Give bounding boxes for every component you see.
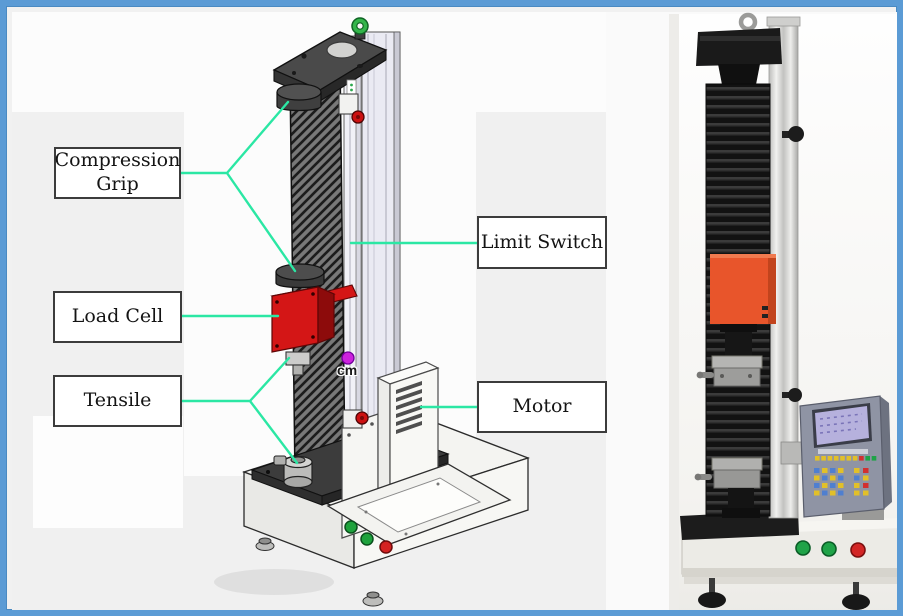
cm-scale-marker: cm	[337, 362, 358, 378]
photo-rail-knobs	[782, 126, 804, 402]
photo-red-button	[850, 542, 866, 558]
label-tensile-text: Tensile	[83, 389, 152, 412]
tensile-grip-lower	[273, 455, 313, 489]
photo-base	[680, 510, 897, 577]
photo-moving-head	[710, 254, 776, 324]
photo-panel-label	[818, 449, 868, 454]
label-compression-grip: Compression Grip	[54, 147, 181, 199]
photo-upper-grip	[696, 324, 763, 387]
compression-grip-part	[276, 83, 322, 112]
label-limit-switch-text: Limit Switch	[480, 230, 604, 253]
load-cell-part	[270, 263, 358, 376]
limit-stops	[338, 79, 369, 429]
motor-vents	[396, 381, 422, 434]
red-button	[379, 540, 393, 554]
photo-right-keypad	[854, 468, 869, 496]
callout-compression-grip	[179, 100, 297, 273]
label-motor: Motor	[477, 381, 607, 433]
base-control-panel	[326, 463, 512, 554]
label-compression-grip-text: Compression Grip	[54, 149, 181, 195]
label-limit-switch: Limit Switch	[477, 216, 607, 269]
photo-lcd-screen	[815, 406, 869, 445]
label-load-cell-text: Load Cell	[71, 305, 164, 328]
photo-function-buttons	[815, 456, 877, 461]
label-motor-text: Motor	[512, 395, 572, 418]
label-tensile: Tensile	[53, 375, 182, 427]
cm-marker-ball	[341, 351, 355, 365]
figure-graphics	[12, 12, 897, 610]
callout-tensile	[180, 356, 299, 465]
green-button	[344, 520, 358, 534]
diagram-machine	[214, 17, 530, 607]
green-button	[360, 532, 374, 546]
photo-feet	[698, 578, 870, 610]
photo-machine	[669, 12, 897, 610]
machine-feet	[255, 537, 384, 607]
photo-left-keypad	[814, 468, 844, 496]
label-load-cell: Load Cell	[53, 291, 182, 343]
photo-control-panel	[799, 395, 892, 520]
photo-green-button	[795, 540, 811, 556]
top-crosshead	[272, 17, 388, 102]
photo-eye-bolt	[738, 12, 758, 32]
base-shadow	[214, 569, 334, 595]
photo-green-button	[821, 541, 837, 557]
photo-lower-grip	[694, 457, 763, 518]
callout-lines	[179, 100, 479, 465]
